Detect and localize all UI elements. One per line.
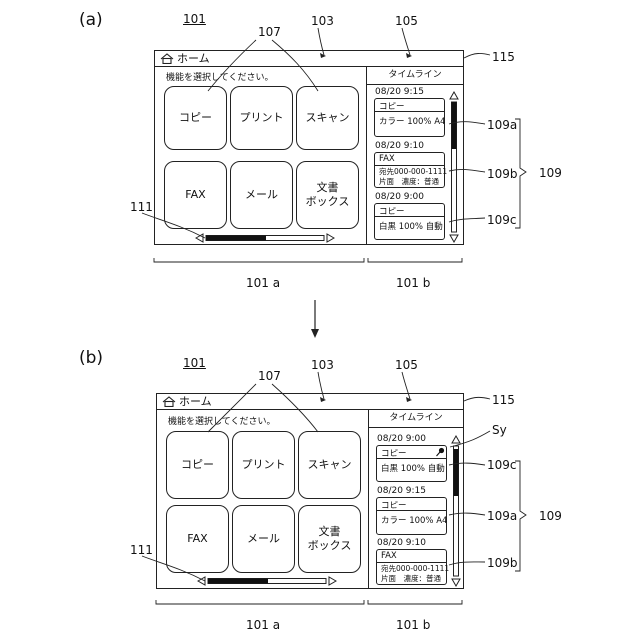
timeline-header: タイムライン: [369, 409, 463, 428]
triangle-right-icon: [329, 577, 336, 585]
card-title: FAX: [379, 154, 395, 164]
fax-button[interactable]: FAX: [164, 161, 227, 229]
copy-button[interactable]: コピー: [166, 431, 229, 499]
screen-title: ホーム: [177, 51, 210, 66]
timeline-pane: タイムライン 08/20 9:15 コピー カラー 100% A4 08/20 …: [366, 66, 463, 244]
ref-right-region: 105: [395, 14, 418, 28]
timeline-header: タイムライン: [367, 66, 463, 85]
panel-label-b: (b): [79, 348, 103, 368]
vertical-scrollbar[interactable]: [451, 435, 461, 587]
triangle-up-icon: [450, 92, 458, 99]
document-box-button[interactable]: 文書ボックス: [298, 505, 361, 573]
triangle-down-icon: [450, 235, 458, 242]
ref-timeline: 109: [539, 166, 562, 180]
copy-button[interactable]: コピー: [164, 86, 227, 150]
entry-timestamp: 08/20 9:10: [375, 141, 424, 151]
ref-buttons: 107: [258, 25, 281, 39]
title-bar: ホーム: [155, 51, 463, 67]
timeline-card[interactable]: FAX 宛先000-000-1111 片面 濃度：普通: [374, 152, 445, 188]
ref-entry-1: 109a: [487, 118, 517, 132]
triangle-left-icon: [196, 234, 203, 242]
card-detail: 片面 濃度：普通: [379, 176, 439, 187]
card-detail: カラー 100% A4: [379, 115, 445, 127]
ref-entry-2: 109b: [487, 167, 518, 181]
instruction-text: 機能を選択してください。: [168, 414, 275, 427]
ref-entry-1: 109c: [487, 458, 517, 472]
triangle-left-icon: [198, 577, 205, 585]
ref-timeline: 109: [539, 509, 562, 523]
ref-buttons: 107: [258, 369, 281, 383]
timeline-card[interactable]: FAX 宛先000-000-1111 片面 濃度：普通: [376, 549, 447, 585]
ref-left-region: 103: [311, 358, 334, 372]
print-button[interactable]: プリント: [230, 86, 293, 150]
title-bar: ホーム: [157, 394, 463, 410]
timeline-card[interactable]: コピー 白黒 100% 自動: [376, 445, 447, 482]
card-detail: 白黒 100% 自動: [381, 462, 445, 474]
ref-entry-3: 109b: [487, 556, 518, 570]
ref-left-area: 101 a: [246, 276, 280, 290]
entry-timestamp: 08/20 9:00: [377, 434, 426, 444]
triangle-down-icon: [452, 579, 460, 586]
horizontal-scrollbar[interactable]: [195, 233, 335, 243]
scan-button[interactable]: スキャン: [298, 431, 361, 499]
panel-label-a: (a): [79, 10, 103, 30]
scan-button[interactable]: スキャン: [296, 86, 359, 150]
ref-screen: 101: [183, 12, 206, 26]
ref-right-area: 101 b: [396, 276, 430, 290]
horizontal-scrollbar[interactable]: [197, 576, 337, 586]
ref-scroll: 111: [130, 200, 153, 214]
ref-entry-2: 109a: [487, 509, 517, 523]
card-detail: 白黒 100% 自動: [379, 220, 443, 232]
triangle-right-icon: [327, 234, 334, 242]
ref-titlebar: 115: [492, 393, 515, 407]
ref-entry-3: 109c: [487, 213, 517, 227]
device-screen: ホーム 機能を選択してください。 コピー プリント スキャン FAX メール 文…: [156, 393, 464, 589]
card-title: FAX: [381, 551, 397, 561]
mail-button[interactable]: メール: [230, 161, 293, 229]
card-detail: カラー 100% A4: [381, 514, 447, 526]
arrow-down-icon: [309, 300, 321, 340]
scroll-thumb: [208, 579, 268, 584]
timeline-card[interactable]: コピー カラー 100% A4: [374, 98, 445, 137]
print-button[interactable]: プリント: [232, 431, 295, 499]
document-box-button[interactable]: 文書ボックス: [296, 161, 359, 229]
scroll-thumb: [452, 102, 457, 149]
entry-timestamp: 08/20 9:10: [377, 538, 426, 548]
home-icon[interactable]: [162, 396, 176, 407]
triangle-up-icon: [452, 436, 460, 443]
vertical-scrollbar[interactable]: [449, 91, 459, 243]
home-icon[interactable]: [160, 53, 174, 64]
device-screen: ホーム 機能を選択してください。 コピー プリント スキャン FAX メール 文…: [154, 50, 464, 245]
pin-icon[interactable]: [435, 447, 445, 457]
screen-title: ホーム: [179, 394, 212, 409]
ref-screen: 101: [183, 356, 206, 370]
entry-timestamp: 08/20 9:15: [377, 486, 426, 496]
mail-button[interactable]: メール: [232, 505, 295, 573]
ref-pin: Sy: [492, 423, 507, 437]
entry-timestamp: 08/20 9:00: [375, 192, 424, 202]
ref-titlebar: 115: [492, 50, 515, 64]
timeline-pane: タイムライン 08/20 9:00 コピー 白黒 100% 自動 08/20 9…: [368, 409, 463, 588]
ref-left-region: 103: [311, 14, 334, 28]
ref-right-region: 105: [395, 358, 418, 372]
timeline-card[interactable]: コピー カラー 100% A4: [376, 497, 447, 535]
fax-button[interactable]: FAX: [166, 505, 229, 573]
ref-scroll: 111: [130, 543, 153, 557]
card-detail: 片面 濃度：普通: [381, 573, 441, 584]
timeline-card[interactable]: コピー 白黒 100% 自動: [374, 203, 445, 240]
entry-timestamp: 08/20 9:15: [375, 87, 424, 97]
scroll-thumb: [454, 449, 459, 496]
scroll-thumb: [206, 236, 266, 241]
ref-left-area: 101 a: [246, 618, 280, 632]
ref-right-area: 101 b: [396, 618, 430, 632]
instruction-text: 機能を選択してください。: [166, 70, 273, 83]
